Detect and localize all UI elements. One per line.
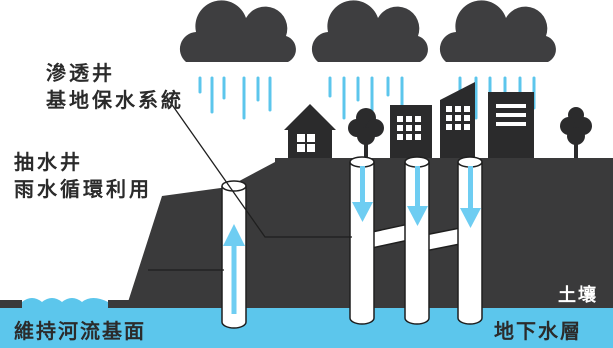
down-arrow-icon (352, 166, 481, 228)
label-infiltration-well-title: 滲透井 (46, 61, 115, 85)
building-icon (440, 82, 475, 158)
groundwater-layer (0, 308, 613, 348)
label-groundwater: 地下水層 (494, 319, 582, 343)
building-icon (488, 92, 534, 158)
tree-icon (560, 107, 592, 158)
label-pumping-well-title: 抽水井 (14, 150, 83, 174)
label-soil: 土壤 (558, 284, 598, 306)
label-river-base: 維持河流基面 (14, 319, 146, 343)
leader-line-infiltration (167, 98, 352, 238)
up-arrow-icon (223, 224, 245, 314)
label-pumping-well-subtitle: 雨水循環利用 (14, 177, 152, 201)
cloud-icon (311, 0, 428, 63)
cloud-icon (439, 0, 556, 63)
water-wave-icon (22, 298, 108, 310)
cloud-icon (179, 0, 296, 62)
label-infiltration-well-subtitle: 基地保水系統 (46, 88, 184, 112)
house-icon (284, 104, 336, 158)
tree-icon (348, 108, 384, 158)
pumping-well (221, 180, 247, 329)
infiltration-wells (349, 156, 483, 325)
building-icon (390, 105, 432, 158)
